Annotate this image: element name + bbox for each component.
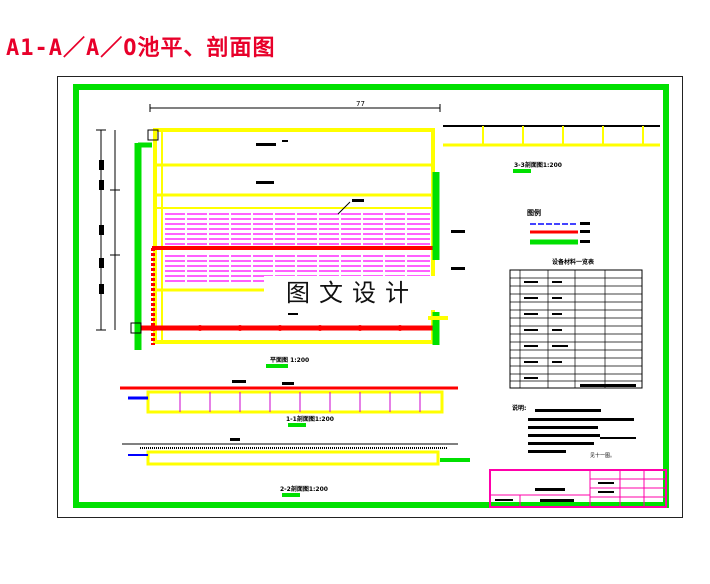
section-11: 1-1剖面图1:200 <box>120 380 458 427</box>
section-top-right: 3-3剖面图1:200 <box>443 125 660 173</box>
dim-top-label: 77 <box>356 100 365 108</box>
section-33-label: 3-3剖面图1:200 <box>514 161 562 169</box>
watermark: 图文设计 <box>264 276 440 310</box>
drawing-frame <box>73 84 669 508</box>
plan-view: 77 <box>96 100 465 368</box>
notes: 说明: 见十一图。 <box>512 404 636 459</box>
equipment-table: 设备材料一览表 <box>509 258 643 389</box>
legend-title: 图例 <box>527 208 541 217</box>
notes-title: 说明: <box>512 404 526 412</box>
section-22-label: 2-2剖面图1:200 <box>280 485 328 493</box>
equipment-title: 设备材料一览表 <box>552 258 595 266</box>
plan-label: 平面图 1:200 <box>270 356 309 364</box>
section-11-label: 1-1剖面图1:200 <box>286 415 334 423</box>
note-right: 见十一图。 <box>590 452 615 459</box>
legend: 图例 <box>527 208 590 245</box>
title-block <box>489 469 667 508</box>
section-22: 2-2剖面图1:200 <box>122 438 470 497</box>
drawing-title: A1-A／A／O池平、剖面图 <box>6 36 276 61</box>
